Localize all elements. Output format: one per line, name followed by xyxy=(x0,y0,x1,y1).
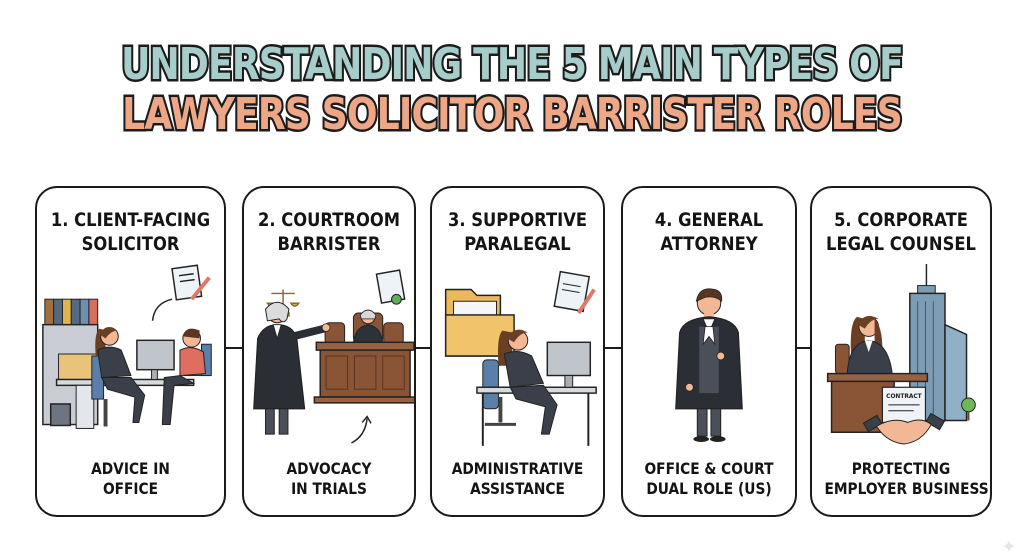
sparkle-icon xyxy=(1003,540,1015,552)
heading-line-2: ATTORNEY xyxy=(660,233,758,255)
caption-line-2: IN TRIALS xyxy=(291,479,367,498)
contract-label: CONTRACT xyxy=(886,394,922,400)
caption-line-1: ADVICE IN xyxy=(91,459,170,478)
card-corporate-legal-counsel: 5. CORPORATE LEGAL COUNSEL xyxy=(810,186,992,517)
caption-line-2: ASSISTANCE xyxy=(470,479,565,498)
title-line-1: UNDERSTANDING THE 5 MAIN TYPES OF xyxy=(119,37,906,92)
card-caption: ADMINISTRATIVE ASSISTANCE xyxy=(444,459,591,499)
caption-line-1: OFFICE & COURT xyxy=(644,459,774,478)
card-heading: 5. CORPORATE LEGAL COUNSEL xyxy=(824,208,977,256)
card-caption: OFFICE & COURT DUAL ROLE (US) xyxy=(635,459,783,499)
caption-line-2: DUAL ROLE (US) xyxy=(646,479,772,498)
caption-line-2: OFFICE xyxy=(102,479,159,498)
heading-line-2: PARALEGAL xyxy=(464,233,571,255)
card-caption: ADVICE IN OFFICE xyxy=(50,459,211,499)
attorney-robe-icon xyxy=(623,260,795,450)
heading-line-2: BARRISTER xyxy=(277,233,381,255)
heading-line-2: SOLICITOR xyxy=(81,233,180,255)
heading-line-1: 1. CLIENT-FACING xyxy=(50,209,211,231)
card-client-facing-solicitor: 1. CLIENT-FACING SOLICITOR xyxy=(35,186,226,517)
handshake-icon xyxy=(862,412,946,445)
card-general-attorney: 4. GENERAL ATTORNEY OFFICE & COURT DUAL … xyxy=(621,186,797,517)
title-line-2: LAWYERS SOLICITOR BARRISTER ROLES xyxy=(120,87,905,142)
connector-1-2 xyxy=(226,347,242,349)
page-title: UNDERSTANDING THE 5 MAIN TYPES OF LAWYER… xyxy=(92,37,932,142)
caption-line-1: ADMINISTRATIVE xyxy=(451,459,584,478)
solicitor-office-meeting-icon xyxy=(37,260,224,450)
card-supportive-paralegal: 3. SUPPORTIVE PARALEGAL xyxy=(430,186,605,517)
card-heading: 2. COURTROOM BARRISTER xyxy=(256,208,402,256)
caption-line-1: ADVOCACY xyxy=(286,459,372,478)
heading-line-1: 5. CORPORATE xyxy=(834,209,968,231)
heading-line-1: 3. SUPPORTIVE xyxy=(447,209,588,231)
barrister-courtroom-icon xyxy=(244,260,414,450)
card-caption: ADVOCACY IN TRIALS xyxy=(256,459,402,499)
card-heading: 4. GENERAL ATTORNEY xyxy=(635,208,783,256)
caption-line-1: PROTECTING xyxy=(851,459,951,478)
caption-line-2: EMPLOYER BUSINESS xyxy=(824,479,989,498)
card-heading: 3. SUPPORTIVE PARALEGAL xyxy=(444,208,591,256)
card-courtroom-barrister: 2. COURTROOM BARRISTER xyxy=(242,186,416,517)
card-caption: PROTECTING EMPLOYER BUSINESS xyxy=(824,459,989,499)
connector-2-3 xyxy=(416,347,430,349)
connector-3-4 xyxy=(605,347,621,349)
paralegal-desk-icon xyxy=(432,260,603,450)
heading-line-1: 2. COURTROOM xyxy=(257,209,401,231)
heading-line-1: 4. GENERAL xyxy=(654,209,764,231)
corporate-counsel-icon: CONTRACT xyxy=(812,260,990,450)
card-heading: 1. CLIENT-FACING SOLICITOR xyxy=(50,208,211,256)
heading-line-2: LEGAL COUNSEL xyxy=(826,233,976,255)
connector-4-5 xyxy=(797,347,810,349)
